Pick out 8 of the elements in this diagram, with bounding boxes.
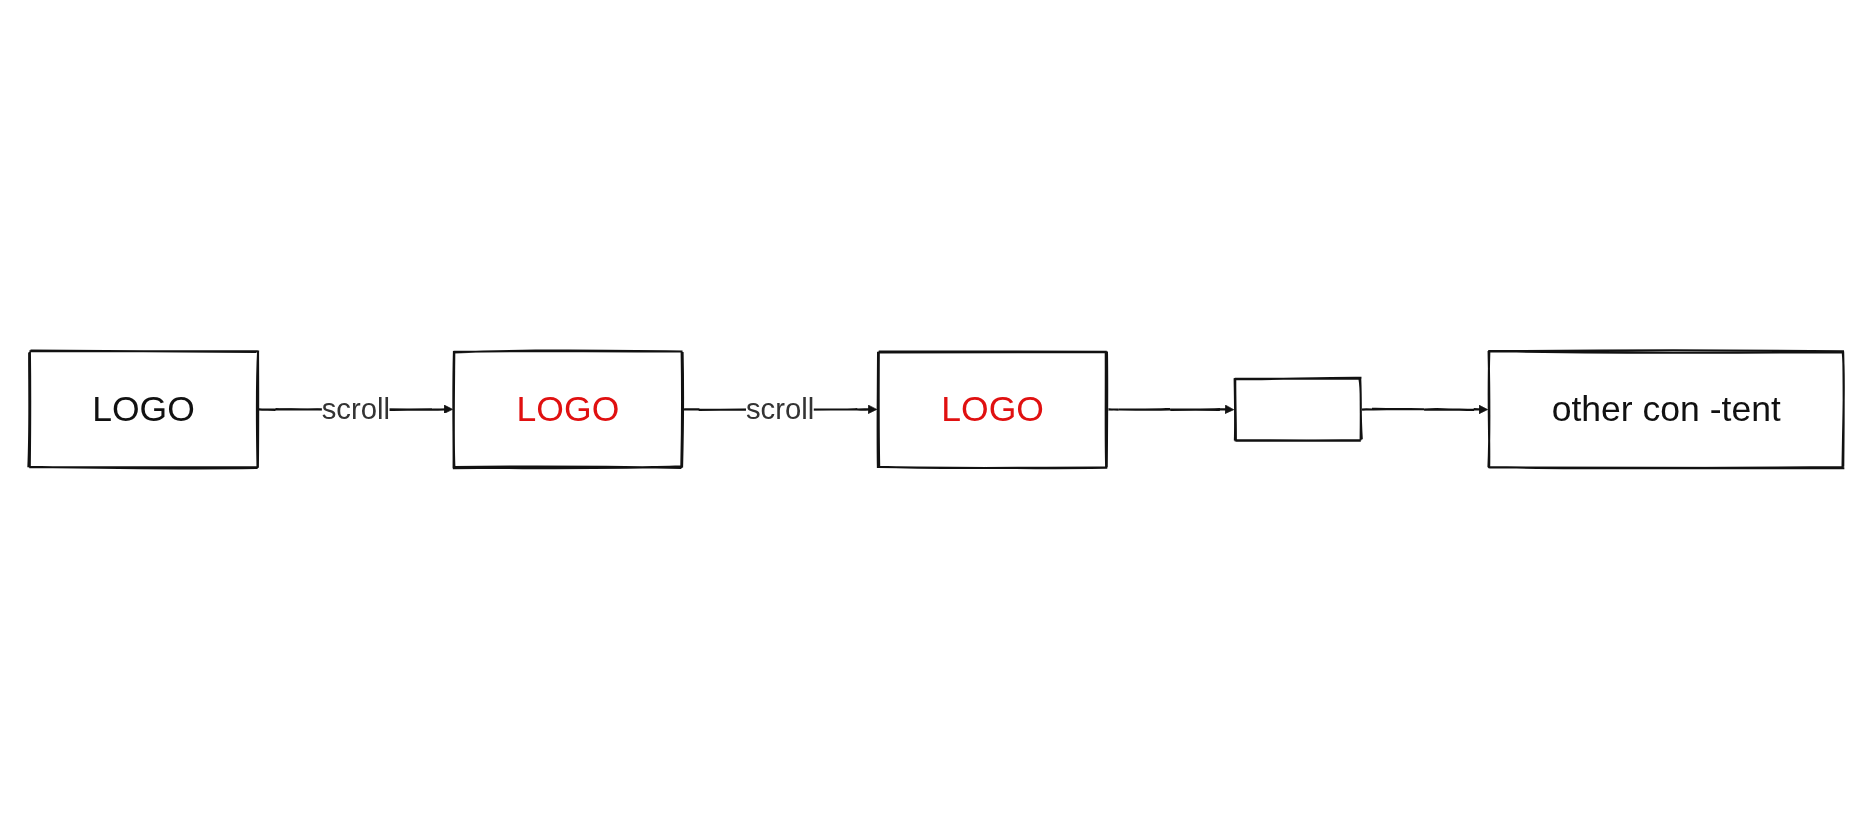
arrow: [1360, 404, 1488, 415]
node-text: LOGO: [92, 389, 195, 429]
node-text: LOGO: [516, 389, 620, 429]
node-text: LOGO: [941, 389, 1044, 429]
edge-label: scroll: [321, 392, 390, 426]
arrow: [1107, 404, 1235, 414]
node-text: other con -tent: [1551, 389, 1781, 429]
edge-label: scroll: [745, 392, 815, 426]
